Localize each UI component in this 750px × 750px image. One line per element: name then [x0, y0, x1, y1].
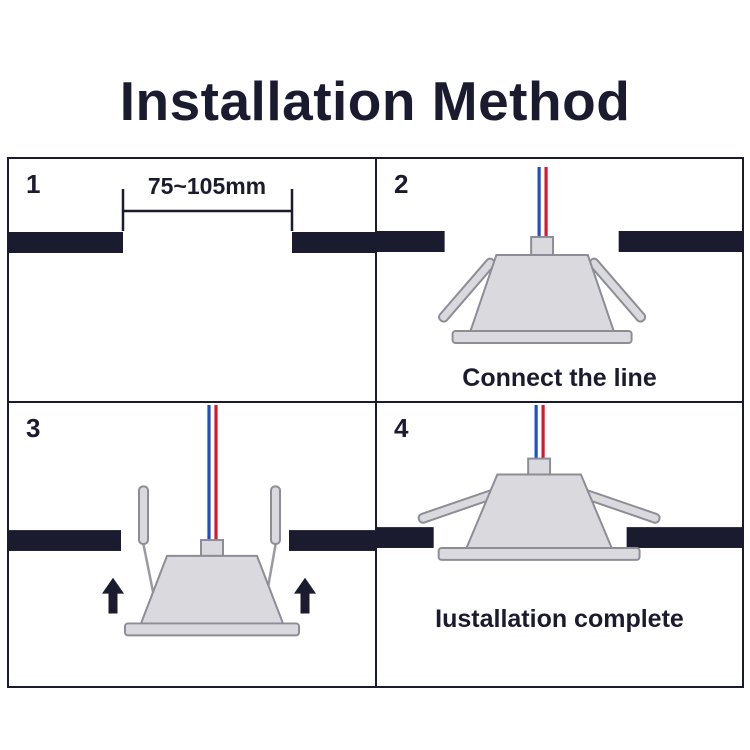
- step-number-2: 2: [394, 169, 409, 199]
- cutout-dimension-label: 75~105mm: [147, 173, 267, 199]
- spring-clip-right: [270, 485, 281, 545]
- ceiling-bar-left: [377, 527, 434, 548]
- downlight: [417, 457, 661, 549]
- ceiling-bar-left: [9, 530, 121, 551]
- ceiling-bar-right: [292, 232, 375, 253]
- dimension-lines: [121, 189, 294, 231]
- ceiling-bar-left: [9, 232, 123, 253]
- up-arrow-left: [102, 577, 124, 614]
- ceiling-bar-right: [289, 530, 375, 551]
- lamp-flange: [437, 546, 641, 561]
- lamp-body: [469, 254, 616, 332]
- up-arrow-right: [294, 577, 316, 614]
- lamp-body: [139, 554, 285, 625]
- lamp-flange: [124, 622, 300, 637]
- panel-step-4: 4 Iustallation complete: [377, 403, 742, 686]
- steps-grid: 1 75~105mm 2: [7, 157, 744, 688]
- step-number-1: 1: [26, 169, 41, 199]
- junction-box: [530, 236, 555, 256]
- ceiling-bar-right: [626, 527, 742, 548]
- junction-box: [200, 539, 224, 557]
- downlight: [438, 236, 647, 344]
- junction-box: [527, 457, 552, 476]
- spring-clip-right: [588, 257, 647, 323]
- connect-line-diagram: [377, 167, 742, 344]
- push-up-diagram: [9, 404, 375, 637]
- lamp-flange: [451, 330, 633, 344]
- spring-clip-left: [138, 485, 149, 545]
- lamp-body: [465, 473, 614, 549]
- installed-diagram: [377, 404, 742, 561]
- cutout-diagram: [9, 189, 375, 253]
- ceiling-bar-right: [618, 231, 742, 252]
- step-caption: Connect the line: [462, 364, 657, 392]
- panel-step-1: 1 75~105mm: [9, 159, 377, 403]
- step-number-4: 4: [394, 413, 409, 443]
- spring-clip-left: [438, 257, 496, 323]
- ceiling-bar-left: [377, 231, 445, 252]
- downlight: [124, 485, 300, 637]
- page-title: Installation Method: [119, 70, 631, 132]
- step-caption: Iustallation complete: [435, 605, 684, 633]
- panel-step-3: 3: [9, 403, 377, 686]
- step-number-3: 3: [26, 413, 41, 443]
- panel-step-2: 2 Connect the line: [377, 159, 742, 403]
